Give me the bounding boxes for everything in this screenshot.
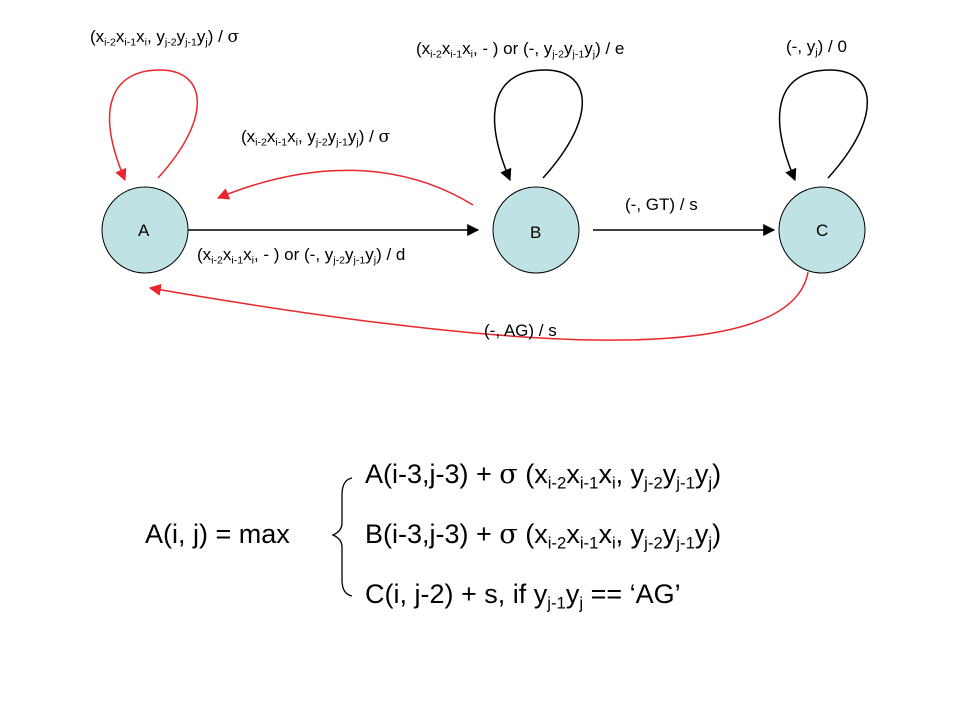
recurrence-case-2: B(i-3,j-3) + σ (xi-2xi-1xi, yj-2yj-1yj) xyxy=(365,519,722,553)
edge-b-self-label: (xi-2xi-1xi, - ) or (-, yj-2yj-1yj) / e xyxy=(416,39,625,61)
node-a xyxy=(101,186,189,274)
edge-b-to-c-label: (-, GT) / s xyxy=(625,195,698,214)
edge-c-to-a xyxy=(148,271,809,341)
node-b xyxy=(492,186,580,274)
edge-a-to-b-label: (xi-2xi-1xi, - ) or (-, yj-2yj-1yj) / d xyxy=(197,245,406,267)
node-c-label: C xyxy=(816,221,829,240)
node-b-label: B xyxy=(530,223,542,242)
node-a-label: A xyxy=(138,221,150,240)
edge-a-self-loop xyxy=(109,69,198,182)
edge-a-self-label: (xi-2xi-1xi, yj-2yj-1yj) / σ xyxy=(90,27,240,49)
recurrence-lhs: A(i, j) = max xyxy=(145,519,290,549)
node-c xyxy=(778,186,866,274)
recurrence-brace xyxy=(331,477,353,597)
recurrence-case-1: A(i-3,j-3) + σ (xi-2xi-1xi, yj-2yj-1yj) xyxy=(365,459,722,493)
edge-b-to-a-label: (xi-2xi-1xi, yj-2yj-1yj) / σ xyxy=(241,127,391,149)
edge-c-to-a-label: (-, AG) / s xyxy=(484,321,557,340)
edge-b-to-a xyxy=(216,169,474,206)
edge-b-self-loop xyxy=(494,69,583,182)
edge-c-self-label: (-, yj) / 0 xyxy=(786,37,847,59)
edge-c-self-loop xyxy=(779,69,868,182)
recurrence-case-3: C(i, j-2) + s, if yj-1yj == ‘AG’ xyxy=(365,579,681,613)
